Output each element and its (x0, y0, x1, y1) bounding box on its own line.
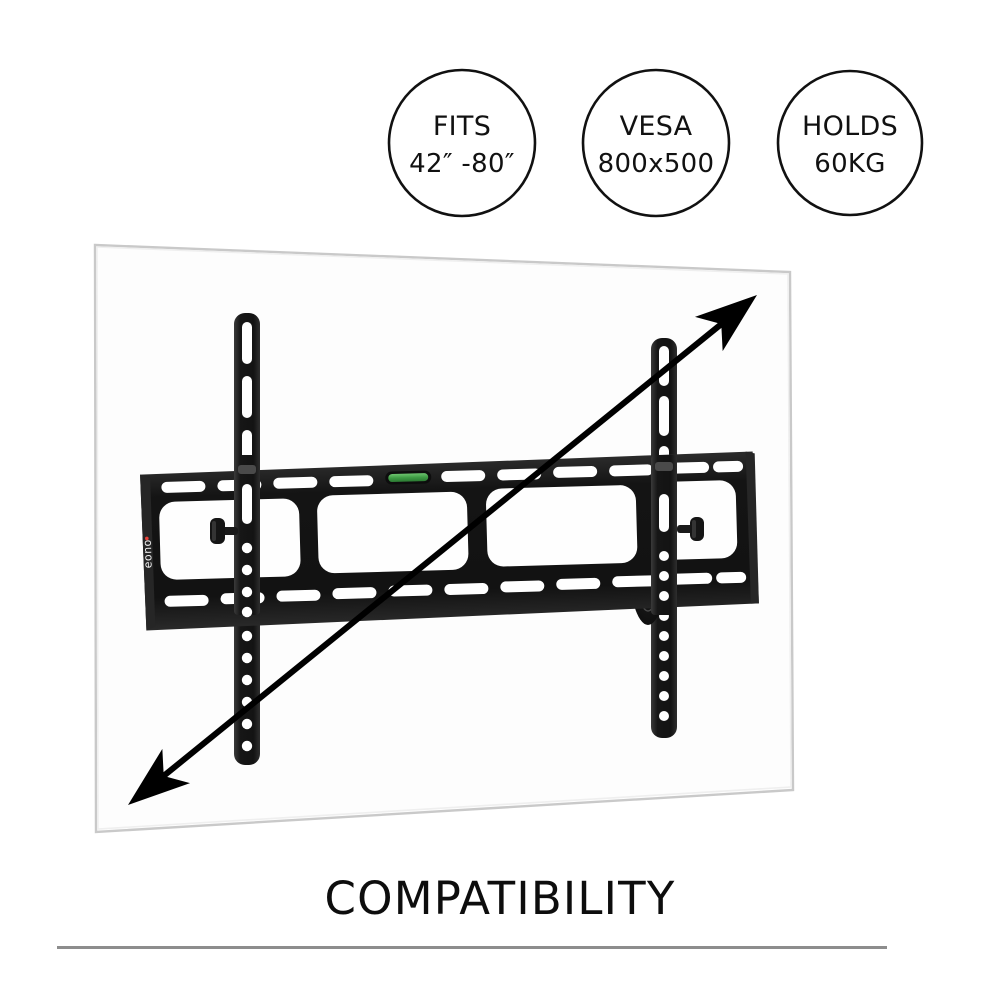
screen-diagonal-measure-arrow (128, 295, 757, 805)
right-arm-front-overlay (651, 455, 677, 615)
left-tilt-lock-knob (210, 518, 238, 544)
page-title: COMPATIBILITY (324, 872, 676, 925)
fits-badge-line2: 42″ -80″ (409, 149, 515, 179)
vesa-badge[interactable]: VESA 800x500 (581, 68, 731, 218)
fits-badge-line1: FITS (433, 111, 491, 142)
holds-badge[interactable]: HOLDS 60KG (776, 69, 924, 217)
brand-logo: eono (141, 536, 155, 569)
right-tilt-lock-knob (677, 517, 704, 541)
bubble-level-indicator (385, 470, 432, 485)
brand-logo-text: eono (141, 539, 155, 569)
fits-badge[interactable]: FITS 42″ -80″ (387, 68, 537, 218)
holds-badge-line1: HOLDS (802, 111, 898, 142)
vesa-badge-line2: 800x500 (598, 149, 715, 179)
spec-badges: FITS 42″ -80″ VESA 800x500 HOLDS 60KG (387, 68, 924, 218)
brand-logo-dot (145, 536, 149, 541)
holds-badge-line2: 60KG (814, 149, 885, 179)
vesa-badge-line1: VESA (620, 111, 693, 142)
title-divider (57, 946, 887, 949)
rail-bottom-slots (164, 571, 747, 607)
left-arm-front-overlay (234, 455, 260, 618)
